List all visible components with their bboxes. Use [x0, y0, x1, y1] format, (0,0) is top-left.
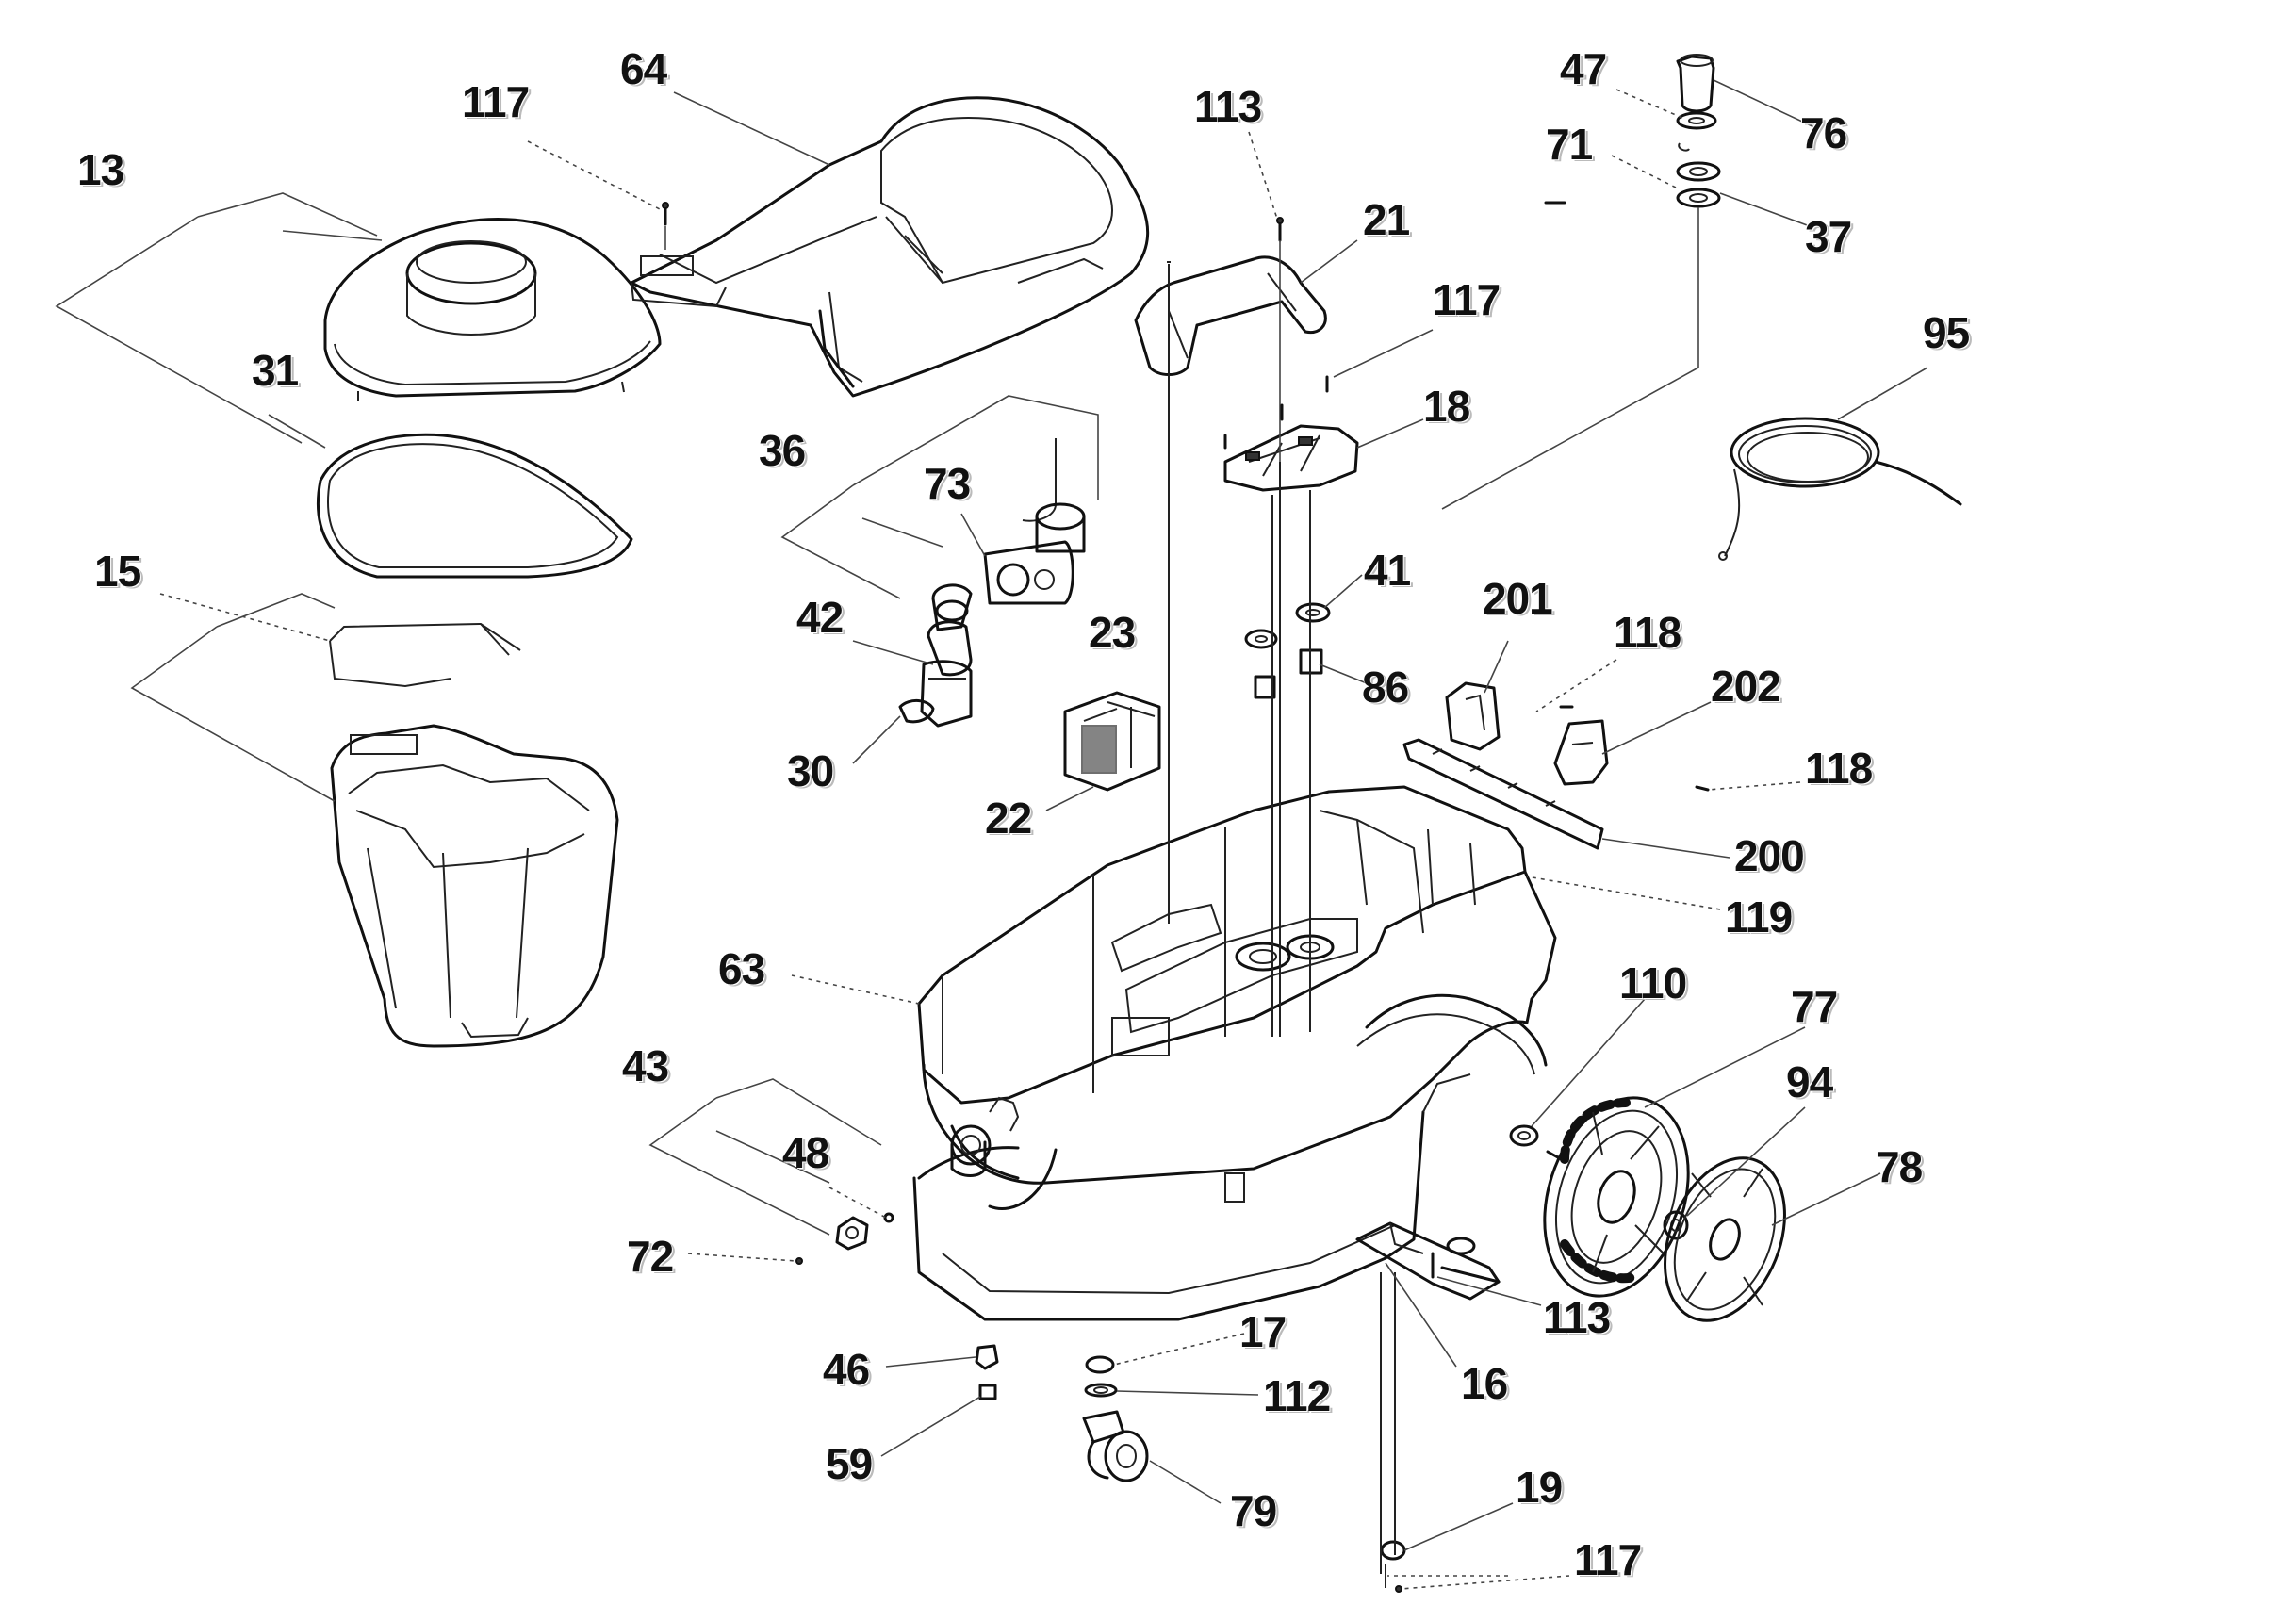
label-22: 22 [985, 794, 1032, 843]
part-46-59-fittings [975, 1344, 1406, 1588]
label-86: 86 [1362, 663, 1409, 712]
label-79: 79 [1230, 1486, 1277, 1535]
label-42: 42 [796, 593, 844, 642]
part-77-wheel [1543, 1096, 1690, 1298]
label-117: 117 [462, 77, 530, 126]
label-43: 43 [622, 1041, 669, 1090]
part-22-filter-cassette [1063, 691, 1161, 792]
label-95: 95 [1923, 308, 1970, 357]
label-117: 117 [1433, 275, 1501, 324]
label-48: 48 [782, 1128, 829, 1177]
label-117: 117 [1574, 1535, 1642, 1584]
label-18: 18 [1423, 382, 1470, 431]
label-13: 13 [77, 145, 124, 194]
label-202: 202 [1711, 662, 1781, 711]
label-31: 31 [252, 346, 299, 395]
part-64-handle-frame [630, 96, 1150, 398]
label-46: 46 [823, 1345, 870, 1394]
label-19: 19 [1516, 1463, 1563, 1512]
label-17: 17 [1239, 1307, 1287, 1356]
label-21: 21 [1363, 195, 1410, 244]
label-36: 36 [759, 426, 806, 475]
label-37: 37 [1805, 212, 1852, 261]
part-43-drain-plug [795, 1212, 894, 1265]
label-110: 110 [1619, 958, 1687, 1007]
label-59: 59 [826, 1439, 873, 1488]
part-16-axle [1355, 1221, 1501, 1301]
part-110-washer [1509, 1124, 1539, 1147]
part-78-hub-cap [1664, 1156, 1786, 1322]
label-23: 23 [1089, 608, 1136, 657]
label-113: 113 [1543, 1293, 1611, 1342]
label-47: 47 [1560, 44, 1607, 93]
label-94: 94 [1786, 1057, 1833, 1106]
part-13-top-cover [323, 218, 662, 401]
part-dirt-tank [330, 724, 619, 1048]
label-113: 113 [1194, 82, 1262, 131]
label-72: 72 [627, 1232, 674, 1281]
screws-and-rods [662, 201, 1710, 1593]
part-21-handle-bracket [1134, 255, 1327, 376]
label-77: 77 [1791, 982, 1838, 1031]
label-200: 200 [1734, 831, 1805, 880]
label-30: 30 [787, 746, 834, 795]
leader-lines [55, 79, 1928, 1590]
label-118: 118 [1614, 608, 1681, 657]
label-64: 64 [620, 44, 667, 93]
label-15: 15 [94, 547, 141, 596]
part-36-duct-assembly [898, 438, 1086, 728]
part-202-clip [1553, 719, 1609, 786]
part-31-gasket [317, 433, 633, 579]
label-73: 73 [924, 459, 971, 508]
part-79-caster [1082, 1355, 1149, 1482]
part-63-main-body [912, 785, 1557, 1321]
label-16: 16 [1461, 1359, 1508, 1408]
label-71: 71 [1546, 120, 1593, 169]
part-18-switch-bracket [1223, 424, 1359, 492]
label-41: 41 [1364, 546, 1411, 595]
part-41-86-fittings [1244, 602, 1331, 699]
label-112: 112 [1263, 1371, 1331, 1420]
part-95-hose [1718, 417, 1962, 561]
label-76: 76 [1800, 108, 1847, 157]
label-119: 119 [1725, 893, 1793, 942]
label-78: 78 [1876, 1142, 1923, 1191]
part-200-strip [1402, 738, 1604, 850]
part-201-clip [1445, 681, 1501, 751]
label-63: 63 [718, 944, 765, 993]
label-118: 118 [1805, 744, 1873, 793]
part-15-float-cage [329, 622, 521, 688]
label-201: 201 [1483, 574, 1553, 623]
part-76-connector-stack [1441, 54, 1721, 510]
